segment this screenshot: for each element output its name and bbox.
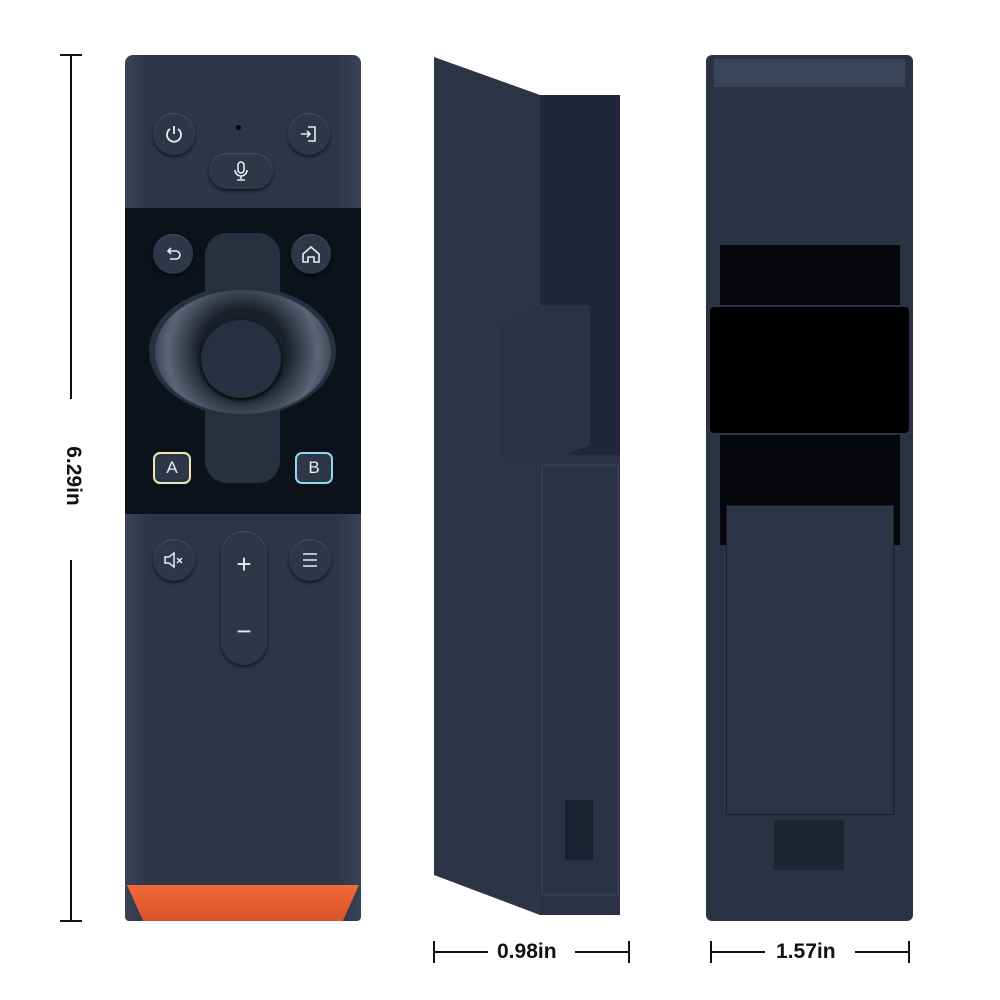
height-dim-line-bottom (70, 560, 72, 922)
volume-down-button[interactable]: − (236, 616, 252, 646)
microphone-hole (236, 125, 241, 130)
home-button[interactable] (291, 234, 331, 274)
depth-dim-label: 0.98in (497, 940, 557, 963)
width-dim-label: 1.57in (776, 940, 836, 963)
input-icon (301, 126, 316, 142)
depth-dim-line-left (433, 951, 488, 953)
menu-button[interactable] (289, 539, 331, 581)
ok-button[interactable] (201, 320, 281, 398)
depth-dim-line-right (575, 951, 630, 953)
mute-button[interactable] (153, 539, 195, 581)
width-dim-line-right (855, 951, 910, 953)
back-icon (166, 247, 181, 260)
depth-dim-right-tick (628, 941, 630, 963)
microphone-icon (234, 161, 248, 181)
width-dim-right-tick (908, 941, 910, 963)
battery-cover (726, 505, 894, 815)
volume-up-button[interactable]: + (236, 549, 252, 579)
remote-side-view (434, 57, 620, 915)
mute-icon (164, 551, 183, 569)
side-panel-front (434, 57, 540, 915)
a-button[interactable]: A (153, 452, 191, 484)
battery-cover-side (541, 464, 619, 896)
height-dim-bottom-tick (60, 920, 82, 922)
b-button[interactable]: B (295, 452, 333, 484)
ir-window (127, 885, 359, 921)
height-dim-label: 6.29in (62, 446, 85, 506)
menu-icon (303, 553, 317, 567)
power-icon (166, 126, 182, 143)
power-button[interactable] (153, 113, 195, 155)
back-grip (708, 305, 911, 435)
home-icon (302, 245, 320, 263)
latch (565, 800, 593, 860)
width-dim-line-left (710, 951, 765, 953)
battery-latch (774, 820, 844, 870)
back-top-window (714, 59, 905, 87)
back-button[interactable] (153, 234, 193, 274)
height-dim-line-top (70, 54, 72, 399)
navigation-panel: A B (125, 208, 361, 514)
side-bump (500, 305, 590, 465)
voice-button[interactable] (209, 153, 273, 189)
volume-rocker[interactable]: + − (221, 531, 267, 665)
input-button[interactable] (288, 113, 330, 155)
remote-front-view: A B + − (125, 55, 361, 921)
remote-back-view (706, 55, 913, 921)
